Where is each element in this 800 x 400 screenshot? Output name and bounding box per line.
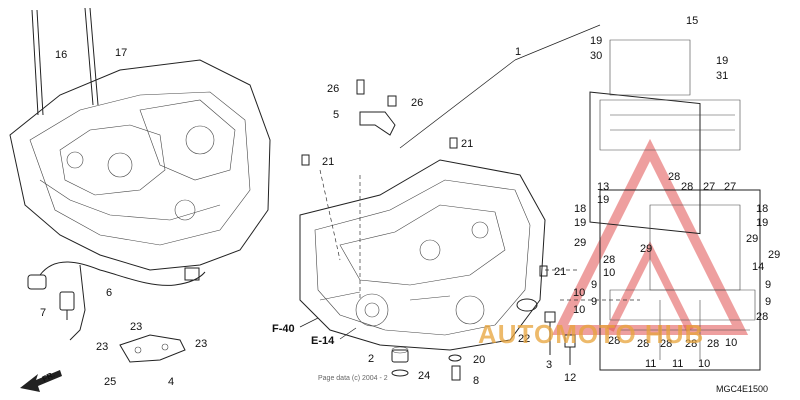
callout-17: 17 xyxy=(115,47,127,59)
callout-10c: 10 xyxy=(573,304,585,316)
callout-15: 15 xyxy=(686,15,698,27)
ref-e14-arrow xyxy=(339,327,357,340)
callout-27b: 27 xyxy=(724,181,736,193)
callout-18b: 18 xyxy=(756,203,768,215)
callout-23a: 23 xyxy=(130,321,142,333)
callout-28g: 28 xyxy=(660,338,672,350)
callout-19c: 19 xyxy=(597,194,609,206)
callout-12: 12 xyxy=(564,372,576,384)
callout-13: 13 xyxy=(597,181,609,193)
callout-4: 4 xyxy=(168,376,174,388)
callout-23b: 23 xyxy=(96,341,108,353)
callout-5: 5 xyxy=(333,109,339,121)
callout-29d: 29 xyxy=(768,249,780,261)
callout-3: 3 xyxy=(546,359,552,371)
callout-8: 8 xyxy=(473,375,479,387)
callout-22: 22 xyxy=(518,333,530,345)
bolt-set-frame-lower[interactable] xyxy=(599,189,761,371)
callout-28d: 28 xyxy=(756,311,768,323)
ref-f40: F-40 xyxy=(272,323,295,335)
callout-21b: 21 xyxy=(322,156,334,168)
callout-29b: 29 xyxy=(640,243,652,255)
callout-9c: 9 xyxy=(765,279,771,291)
dowel-pin-21c[interactable] xyxy=(539,265,548,277)
callout-29c: 29 xyxy=(746,233,758,245)
ref-f40-arrow xyxy=(299,317,319,328)
leader-1b xyxy=(514,24,601,61)
callout-16: 16 xyxy=(55,49,67,61)
callout-10e: 10 xyxy=(698,358,710,370)
stud-bolt-17[interactable] xyxy=(84,7,99,106)
callout-6: 6 xyxy=(106,287,112,299)
callout-18a: 18 xyxy=(574,203,586,215)
callout-31: 31 xyxy=(716,70,728,82)
callout-10a: 10 xyxy=(603,267,615,279)
oil-plug-2[interactable] xyxy=(391,346,409,363)
stud-bolt-16[interactable] xyxy=(31,9,44,116)
callout-19d: 19 xyxy=(574,217,586,229)
callout-28b: 28 xyxy=(681,181,693,193)
bolt-3[interactable] xyxy=(544,311,556,355)
callout-9d: 9 xyxy=(765,296,771,308)
bolt-8[interactable] xyxy=(451,365,461,381)
diagram-code: MGC4E1500 xyxy=(716,384,768,394)
sensor-7[interactable] xyxy=(59,291,75,320)
dowel-pin-21b[interactable] xyxy=(301,154,310,166)
callout-21c: 21 xyxy=(554,266,566,278)
callout-26b: 26 xyxy=(411,97,423,109)
callout-27a: 27 xyxy=(703,181,715,193)
callout-28h: 28 xyxy=(685,338,697,350)
callout-1: 1 xyxy=(515,46,521,58)
callout-14: 14 xyxy=(752,261,764,273)
leader-1 xyxy=(399,59,516,149)
callout-25: 25 xyxy=(104,376,116,388)
callout-28c: 28 xyxy=(603,254,615,266)
upper-crankcase[interactable] xyxy=(9,59,271,271)
lower-crankcase[interactable] xyxy=(299,159,546,351)
callout-29a: 29 xyxy=(574,237,586,249)
callout-28e: 28 xyxy=(608,335,620,347)
front-label: FR. xyxy=(41,370,57,384)
callout-10d: 10 xyxy=(725,337,737,349)
callout-26a: 26 xyxy=(327,83,339,95)
dowel-pin-21a[interactable] xyxy=(449,137,458,149)
callout-9b: 9 xyxy=(591,296,597,308)
front-arrow-icon xyxy=(20,370,62,392)
callout-19b: 19 xyxy=(716,55,728,67)
callout-11b: 11 xyxy=(672,358,683,370)
callout-7: 7 xyxy=(40,307,46,319)
bolt-12[interactable] xyxy=(564,334,576,365)
ref-e14: E-14 xyxy=(311,335,335,347)
washer-20[interactable] xyxy=(448,354,462,362)
bolt-set-frame[interactable] xyxy=(589,39,741,235)
callout-2: 2 xyxy=(368,353,374,365)
callout-20: 20 xyxy=(473,354,485,366)
callout-24: 24 xyxy=(418,370,430,382)
callout-10b: 10 xyxy=(573,287,585,299)
callout-28a: 28 xyxy=(668,171,680,183)
callout-30: 30 xyxy=(590,50,602,62)
callout-28i: 28 xyxy=(707,338,719,350)
assembly-dashed-lines xyxy=(319,169,640,301)
bracket-4[interactable] xyxy=(119,334,186,363)
sensor-harness[interactable] xyxy=(27,261,206,341)
callout-19e: 19 xyxy=(756,217,768,229)
callout-21a: 21 xyxy=(461,138,473,150)
washer-24[interactable] xyxy=(391,369,409,377)
bracket-5[interactable] xyxy=(356,79,397,136)
watermark-text: AUTOMOTO HUB xyxy=(478,319,704,349)
callout-9a: 9 xyxy=(591,279,597,291)
callout-23c: 23 xyxy=(195,338,207,350)
callout-19a: 19 xyxy=(590,35,602,47)
callout-11a: 11 xyxy=(645,358,656,370)
callout-28f: 28 xyxy=(637,338,649,350)
o-ring-22[interactable] xyxy=(516,298,538,312)
footer-text: Page data (c) 2004 - 2 xyxy=(318,375,388,382)
